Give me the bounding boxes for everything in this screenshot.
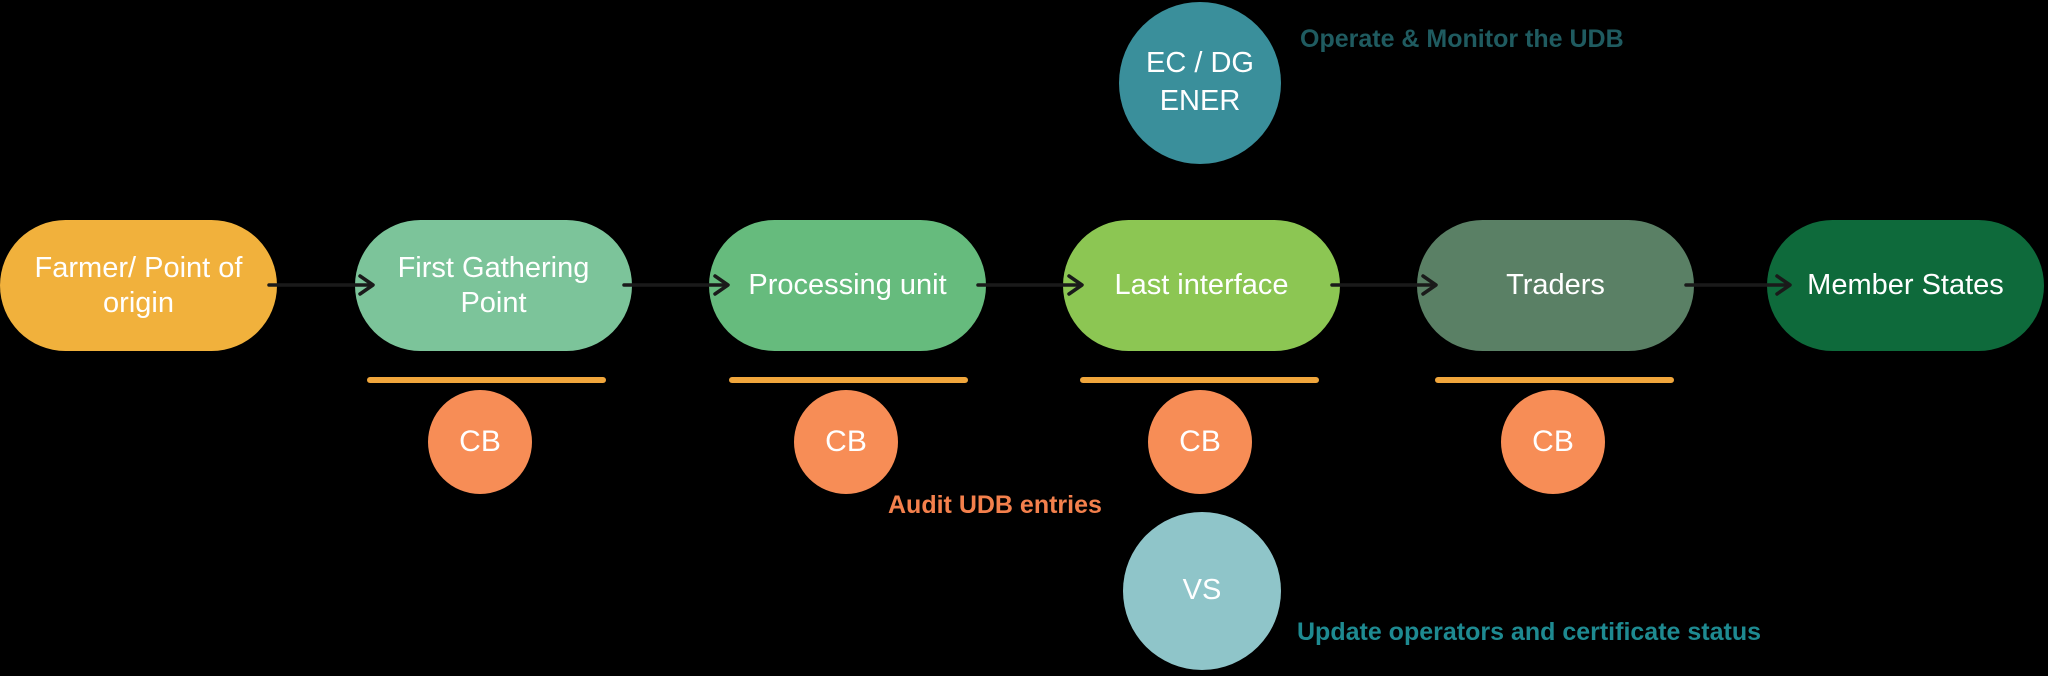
node-member-states-label: Member States — [1807, 269, 2004, 302]
node-farmer-label: Farmer/ Point of origin — [34, 251, 243, 319]
node-last-interface: Last interface — [1063, 220, 1340, 351]
node-last-interface-label: Last interface — [1114, 269, 1289, 302]
ec-dg-ener-circle: EC / DG ENER — [1119, 2, 1281, 164]
ec-dg-ener-label-line2: ENER — [1159, 85, 1241, 117]
cb-circle: CB — [794, 390, 898, 494]
cb-label: CB — [459, 425, 501, 458]
node-traders-label: Traders — [1506, 269, 1605, 302]
cb-label: CB — [825, 425, 867, 458]
node-farmer: Farmer/ Point of origin — [0, 220, 277, 351]
node-traders: Traders — [1417, 220, 1694, 351]
arrow-right-icon — [267, 273, 377, 297]
cb-label: CB — [1179, 425, 1221, 458]
cb-circle: CB — [1148, 390, 1252, 494]
node-processing-unit-label: Processing unit — [748, 269, 947, 302]
arrow-right-icon — [1684, 273, 1794, 297]
update-status-note: Update operators and certificate status — [1297, 618, 1762, 646]
cb-label: CB — [1532, 425, 1574, 458]
cb-link-underline — [1080, 377, 1319, 383]
cb-circle: CB — [1501, 390, 1605, 494]
cb-link-underline — [729, 377, 968, 383]
node-first-gathering-point: First Gathering Point — [355, 220, 632, 351]
node-first-gathering-point-label: First Gathering Point — [397, 251, 590, 319]
ec-dg-ener-label-line1: EC / DG — [1146, 47, 1254, 80]
audit-note: Audit UDB entries — [888, 491, 1102, 519]
arrow-right-icon — [976, 273, 1086, 297]
cb-link-underline — [367, 377, 606, 383]
operate-monitor-note: Operate & Monitor the UDB — [1300, 25, 1624, 53]
node-processing-unit: Processing unit — [709, 220, 986, 351]
vs-label: VS — [1182, 574, 1222, 607]
arrow-right-icon — [622, 273, 732, 297]
cb-link-underline — [1435, 377, 1674, 383]
vs-circle: VS — [1123, 512, 1281, 670]
cb-circle: CB — [428, 390, 532, 494]
arrow-right-icon — [1330, 273, 1440, 297]
node-member-states: Member States — [1767, 220, 2044, 351]
